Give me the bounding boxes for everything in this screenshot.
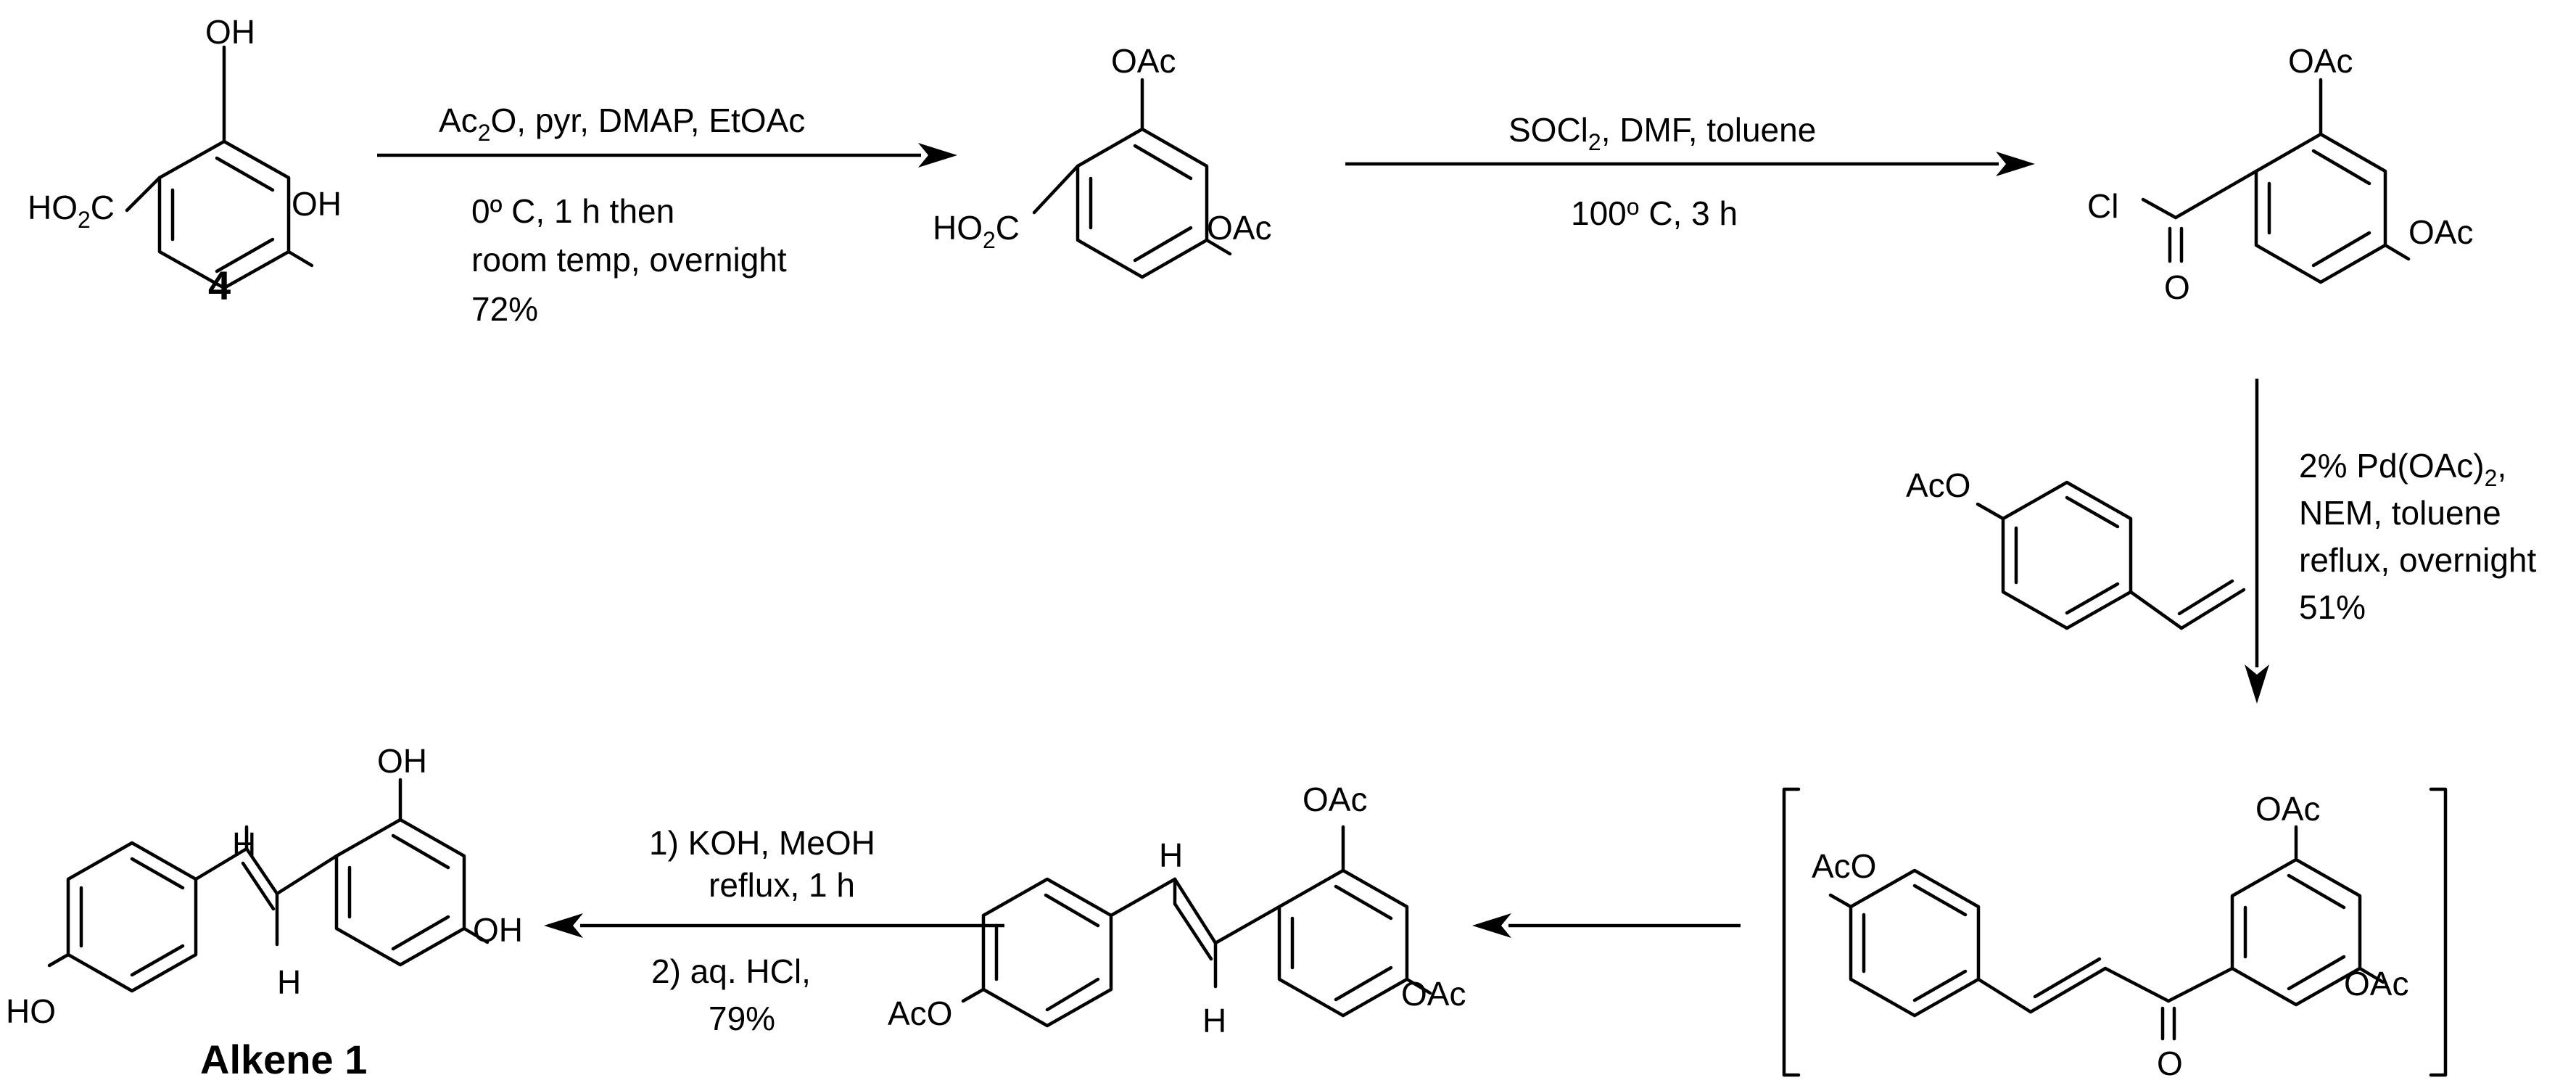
alkene1-h-top: H bbox=[232, 825, 256, 863]
stilbene-h-top: H bbox=[1159, 836, 1183, 874]
step1-arrow bbox=[377, 143, 957, 168]
alkene1-h-bottom: H bbox=[277, 963, 301, 1001]
step5-conditions: 1) KOH, MeOH reflux, 1 h 2) aq. HCl, 79% bbox=[649, 824, 875, 1037]
step5-arrow bbox=[544, 913, 1004, 938]
styrene-aco: AcO bbox=[1906, 466, 1970, 504]
step5-line2: reflux, 1 h bbox=[709, 866, 855, 904]
alkene1-top-oh: OH bbox=[377, 742, 427, 780]
alkene1-name: Alkene 1 bbox=[200, 1037, 367, 1082]
step5-line3: 2) aq. HCl, bbox=[651, 952, 811, 990]
acyl-cl: Cl bbox=[2087, 187, 2118, 225]
svg-text:HO2C: HO2C bbox=[933, 209, 1020, 253]
compound-diacetoxybenzoic-acid: OAc OAc HO2C bbox=[933, 42, 1271, 279]
step3-line4: 51% bbox=[2299, 588, 2366, 626]
step2-conditions: SOCl2, DMF, toluene 100o C, 3 h bbox=[1508, 111, 1816, 232]
chalcone-left-aco: AcO bbox=[1812, 847, 1876, 885]
step5-line1: 1) KOH, MeOH bbox=[649, 824, 875, 862]
step4-arrow bbox=[1472, 913, 1741, 938]
chalcone-right-oac: OAc bbox=[2344, 965, 2408, 1002]
step3-line2: NEM, toluene bbox=[2299, 494, 2501, 532]
stilbene-right-oac: OAc bbox=[1401, 975, 1466, 1013]
diacid-top-oac: OAc bbox=[1111, 42, 1176, 80]
step1-conditions: Ac2O, pyr, DMAP, EtOAc 0º C, 1 h then ro… bbox=[439, 102, 805, 328]
stilbene-top-oac: OAc bbox=[1303, 781, 1367, 818]
step3-arrow bbox=[2245, 379, 2269, 704]
step2-reagents: SOCl2, DMF, toluene bbox=[1508, 111, 1816, 155]
chalcone-top-oac: OAc bbox=[2255, 790, 2320, 828]
acyl-o: O bbox=[2164, 268, 2190, 306]
compound-4-id: 4 bbox=[208, 263, 231, 308]
chalcone-carbonyl-o: O bbox=[2157, 1045, 2183, 1082]
step1-line3: room temp, overnight bbox=[471, 241, 787, 279]
stilbene-h-bottom: H bbox=[1202, 1002, 1226, 1039]
alkene1-right-oh: OH bbox=[473, 911, 523, 949]
compound-alkene-1: OH OH HO H H Alkene 1 bbox=[6, 742, 523, 1082]
compound-4-right-oh: OH bbox=[292, 185, 342, 223]
diacid-left-ho: HO bbox=[933, 209, 983, 247]
step1-line4: 72% bbox=[471, 290, 538, 328]
step5-line4: 79% bbox=[709, 1000, 775, 1037]
compound-chalcone-intermediate: AcO OAc OAc O bbox=[1782, 787, 2448, 1082]
step3-conditions: 2% Pd(OAc)2, NEM, toluene reflux, overni… bbox=[2299, 447, 2536, 626]
alkene1-left-ho: HO bbox=[6, 992, 56, 1030]
compound-acid-chloride: OAc OAc Cl O bbox=[2087, 42, 2473, 306]
step2-line2: 100o C, 3 h bbox=[1571, 194, 1738, 232]
compound-4-top-oh: OH bbox=[205, 13, 255, 51]
step1-reagents: Ac2O, pyr, DMAP, EtOAc bbox=[439, 102, 805, 146]
diacid-right-oac: OAc bbox=[1207, 209, 1271, 247]
step1-line2: 0º C, 1 h then bbox=[471, 192, 674, 230]
compound-triacetyl-stilbene: OAc OAc AcO H H bbox=[888, 781, 1466, 1039]
step3-line3: reflux, overnight bbox=[2299, 541, 2536, 579]
step2-arrow bbox=[1345, 152, 2035, 176]
acyl-top-oac: OAc bbox=[2288, 42, 2353, 80]
stilbene-left-aco: AcO bbox=[888, 995, 952, 1032]
compound-4: OH OH HO2C 4 bbox=[28, 13, 342, 308]
compound-acetoxystyrene: AcO bbox=[1906, 466, 2246, 630]
svg-text:HO2C: HO2C bbox=[28, 189, 115, 233]
step3-line1: 2% Pd(OAc)2, bbox=[2299, 447, 2506, 491]
acyl-right-oac: OAc bbox=[2408, 213, 2473, 251]
compound-4-left-ho: HO bbox=[28, 189, 78, 226]
